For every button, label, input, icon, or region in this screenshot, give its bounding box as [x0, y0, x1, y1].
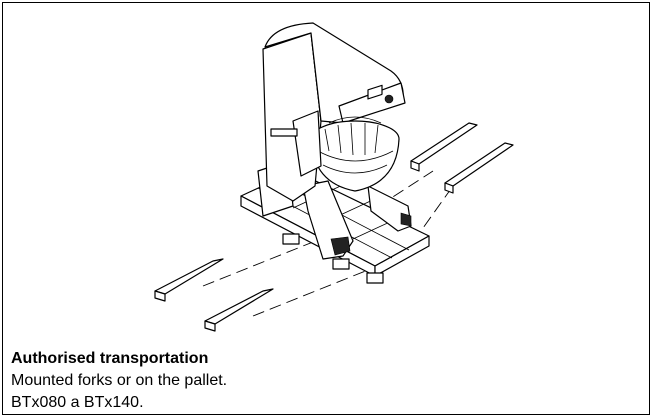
caption-block: Authorised transportation Mounted forks … [11, 348, 227, 414]
caption-line-1: Mounted forks or on the pallet. [11, 372, 228, 389]
control-knob-icon [384, 94, 394, 104]
document-frame: Authorised transportation Mounted forks … [2, 2, 650, 415]
fork-left-upper [154, 258, 224, 302]
fork-left-lower [204, 288, 274, 332]
fork-right-lower [444, 142, 514, 194]
fork-guide-line [402, 185, 454, 257]
mixer-transport-illustration [154, 22, 514, 332]
caption-title: Authorised transportation [11, 350, 209, 367]
fork-right-upper [410, 122, 478, 172]
mixer-bowl [270, 110, 400, 192]
mixer-head [264, 22, 406, 124]
caption-line-2: BTx080 a BTx140. [11, 394, 144, 411]
